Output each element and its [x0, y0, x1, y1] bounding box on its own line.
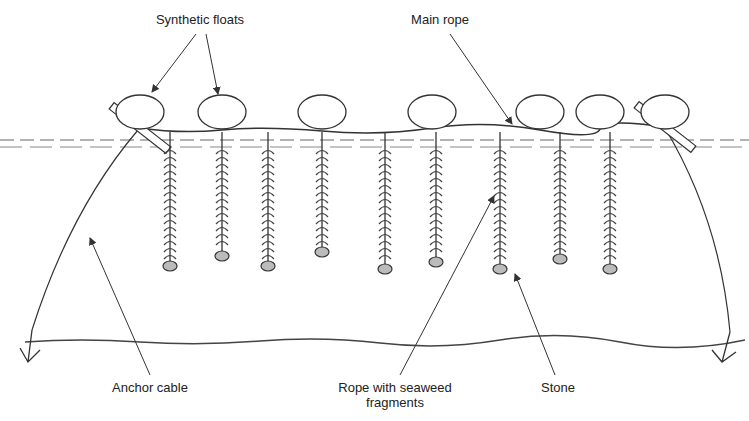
leader-line	[515, 274, 555, 375]
synthetic-float	[516, 95, 564, 129]
synthetic-float	[408, 95, 456, 129]
seaweed-fragments	[494, 151, 506, 260]
stone	[261, 261, 275, 271]
callout-label: Stone	[521, 380, 595, 395]
stone	[215, 251, 229, 261]
seaweed-fragments	[604, 151, 616, 260]
synthetic-float	[298, 95, 346, 129]
seaweed-fragments	[554, 151, 566, 253]
leader-line	[152, 34, 196, 92]
stone	[378, 264, 392, 274]
synthetic-float	[116, 95, 164, 129]
leader-line	[90, 238, 150, 375]
seaweed-rope	[267, 132, 268, 262]
anchor-cable	[32, 130, 138, 330]
seaweed-rope	[321, 132, 322, 248]
leader-line	[450, 34, 512, 124]
seaweed-fragments	[430, 151, 442, 253]
callout-label: Anchor cable	[88, 380, 212, 395]
seaweed-fragments	[262, 151, 274, 260]
callout-label: Main rope	[388, 12, 492, 27]
synthetic-float	[641, 95, 689, 129]
seaweed-rope	[384, 132, 385, 265]
callout-label: Rope with seaweed fragments	[323, 380, 467, 410]
stone	[163, 261, 177, 271]
seaweed-fragments	[164, 151, 176, 260]
callout-label: Synthetic floats	[133, 12, 267, 27]
seaweed-rope	[609, 132, 610, 265]
stone	[315, 247, 329, 257]
water-surface	[0, 140, 749, 141]
anchor	[20, 330, 40, 362]
leader-line	[400, 196, 494, 375]
stone	[603, 264, 617, 274]
anchor-cable	[665, 128, 730, 332]
seaweed-fragments	[379, 151, 391, 260]
anchor	[712, 332, 736, 362]
stone	[553, 254, 567, 264]
synthetic-float	[198, 95, 246, 129]
water-surface	[0, 147, 749, 148]
leader-line	[206, 34, 218, 94]
stone	[493, 264, 507, 274]
stone	[429, 257, 443, 267]
synthetic-float	[576, 95, 624, 129]
seaweed-fragments	[316, 151, 328, 246]
seaweed-rope	[499, 132, 500, 265]
seaweed-rope	[169, 132, 170, 262]
seaweed-fragments	[216, 151, 228, 246]
